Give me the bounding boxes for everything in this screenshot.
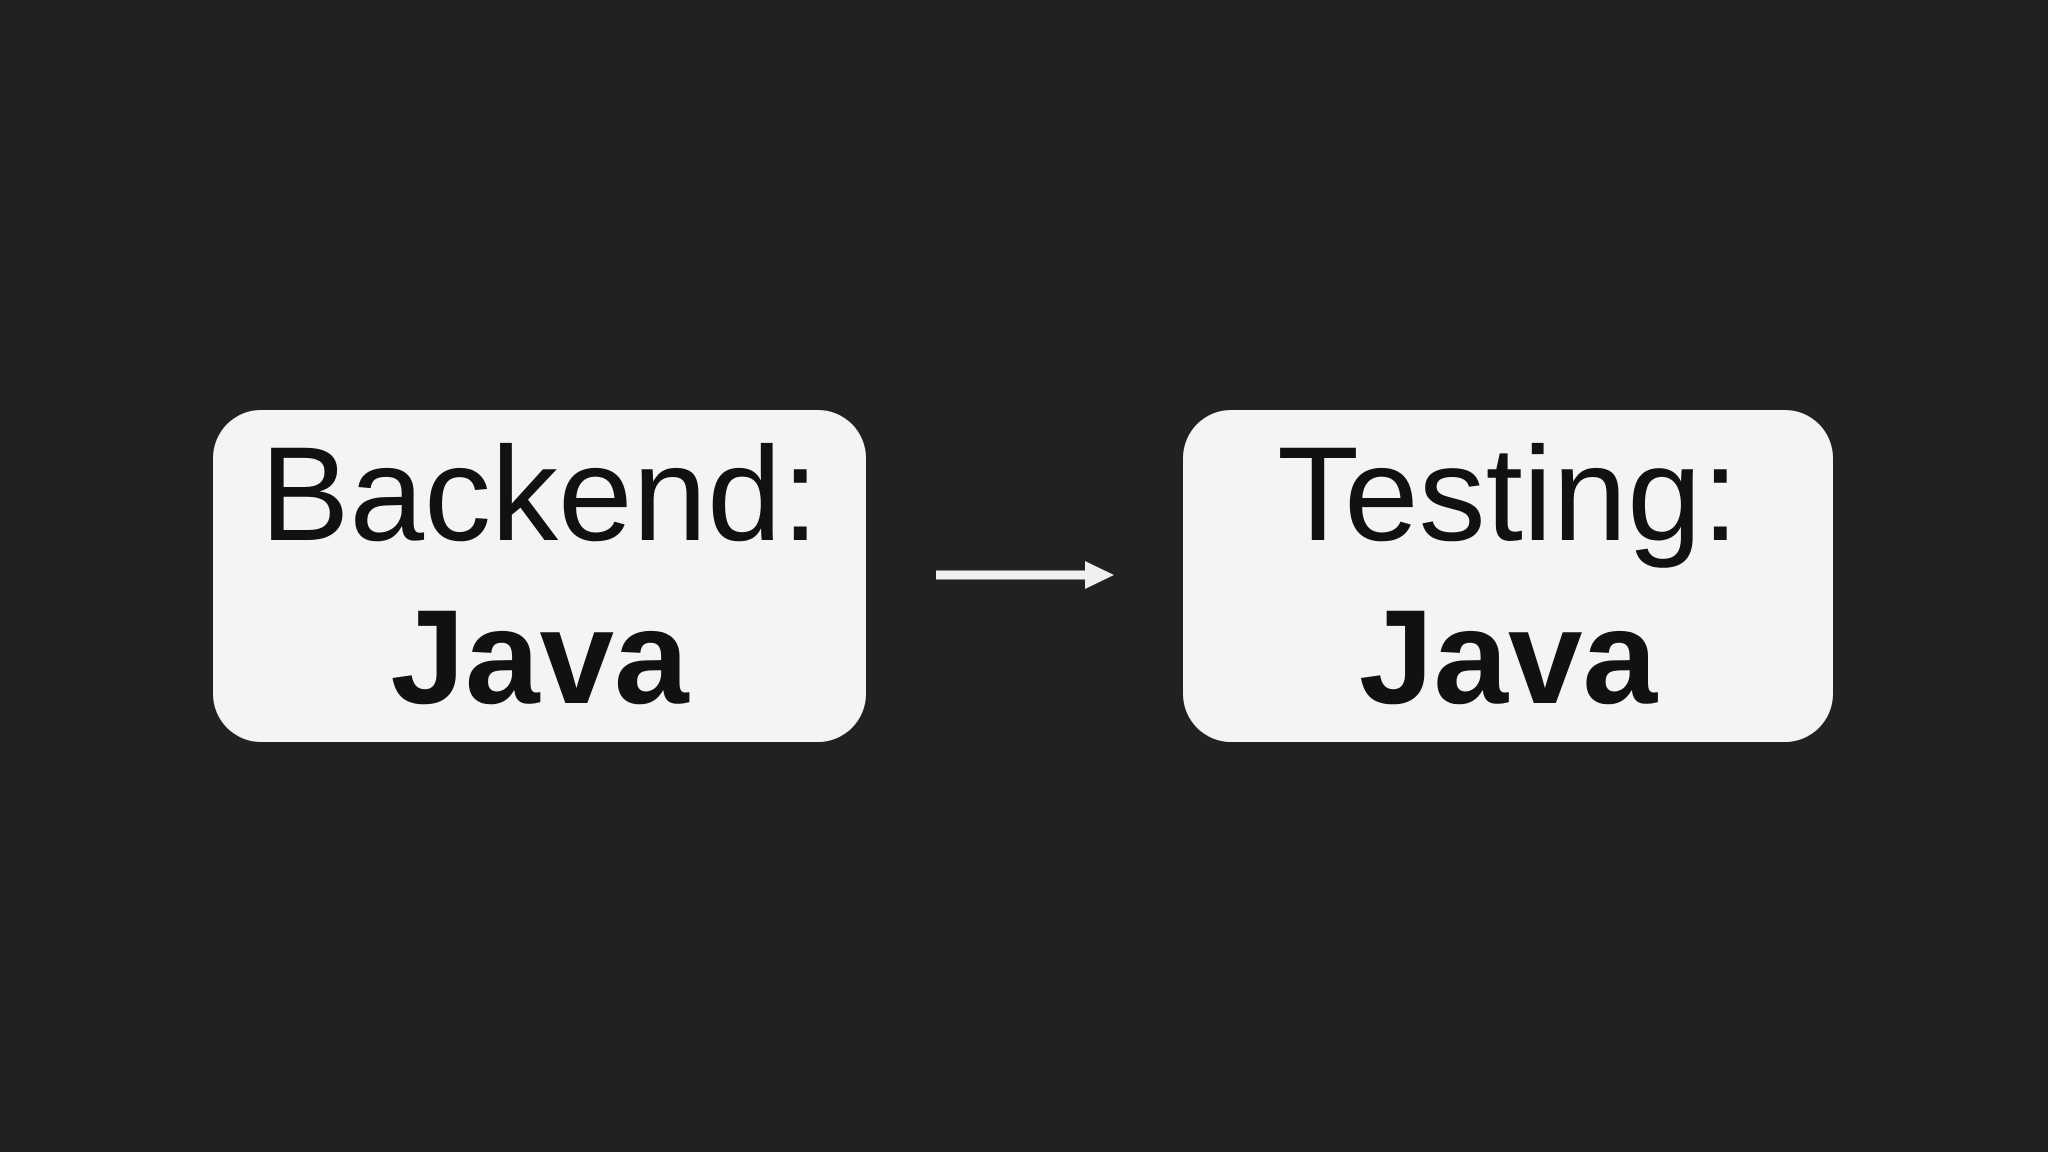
diagram-node-backend: Backend: Java — [213, 410, 866, 742]
diagram-node-testing: Testing: Java — [1183, 410, 1833, 742]
arrow-right-icon — [936, 561, 1114, 589]
backend-node-title: Backend: — [260, 419, 819, 569]
backend-node-value: Java — [390, 583, 689, 732]
testing-node-title: Testing: — [1277, 419, 1739, 569]
testing-node-value: Java — [1358, 583, 1658, 732]
